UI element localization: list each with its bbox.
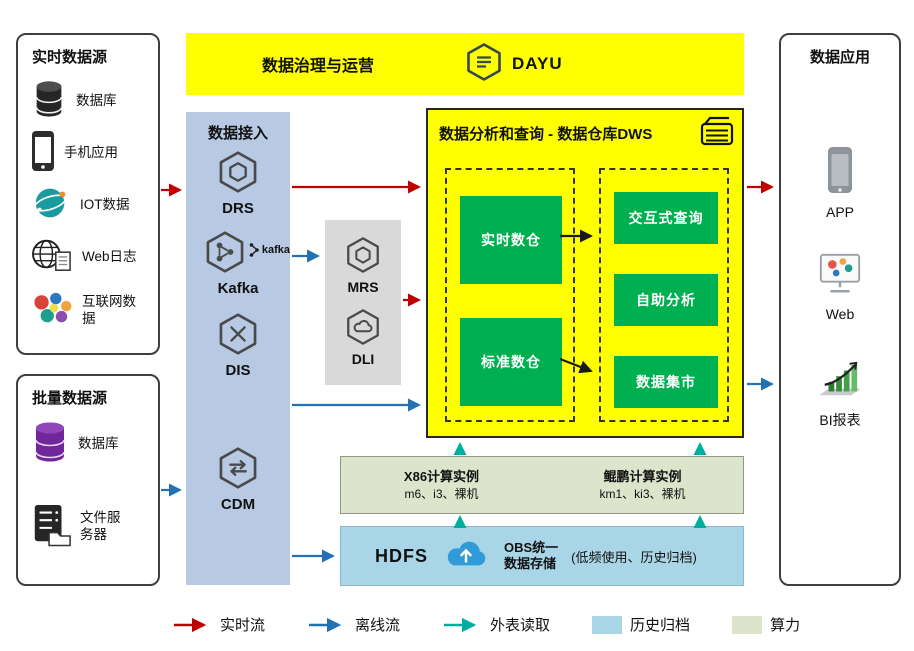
- app-item-web: Web: [781, 251, 899, 322]
- weblog-icon: [30, 236, 74, 279]
- warehouse-group: 实时数仓 标准数仓: [445, 168, 575, 422]
- x86-instance: X86计算实例 m6、i3、裸机: [341, 457, 542, 513]
- obs-label: OBS统一 数据存储: [504, 539, 559, 571]
- processing-item-mrs: MRS: [325, 236, 401, 295]
- iot-icon: [30, 183, 72, 228]
- ingestion-label: DIS: [225, 362, 251, 379]
- compute-bar: X86计算实例 m6、i3、裸机 鲲鹏计算实例 km1、ki3、裸机: [340, 456, 744, 514]
- batch-sources-title: 批量数据源: [32, 390, 108, 407]
- storage-bar: HDFS OBS统一 数据存储 (低频使用、历史归档): [340, 526, 744, 586]
- ingestion-item-cdm: CDM: [186, 446, 290, 513]
- dayu-label: DAYU: [512, 54, 563, 73]
- dws-title: 数据分析和查询 - 数据仓库DWS: [439, 126, 653, 143]
- source-label: 手机应用: [64, 144, 118, 160]
- ingestion-panel: 数据接入 DRS: [186, 112, 290, 585]
- dayu-brand: DAYU: [464, 42, 563, 87]
- offline-arrow-icon: [309, 617, 342, 632]
- kafka-wordmark: kafka: [248, 242, 290, 258]
- source-item-file-server: 文件服务器: [30, 498, 154, 556]
- kunpeng-spec: km1、ki3、裸机: [599, 486, 686, 501]
- source-label: IOT数据: [80, 196, 130, 212]
- service-interactive-query: 交互式查询: [614, 192, 718, 244]
- x86-spec: m6、i3、裸机: [404, 486, 479, 501]
- phone-icon: [30, 129, 56, 178]
- kafka-logo-icon: [249, 243, 259, 257]
- kunpeng-instance: 鲲鹏计算实例 km1、ki3、裸机: [542, 457, 743, 513]
- app-label: Web: [825, 306, 855, 322]
- service-self-analysis: 自助分析: [614, 274, 718, 326]
- database-icon: [30, 78, 68, 125]
- ingestion-label: DRS: [222, 200, 254, 217]
- dws-warehouse-icon: [699, 115, 735, 152]
- services-group: 交互式查询 自助分析 数据集市: [599, 168, 729, 422]
- external-arrow-icon: [444, 617, 477, 632]
- mrs-icon: [344, 237, 382, 278]
- source-item-database-batch: 数据库: [30, 418, 154, 470]
- app-item-bi: BI报表: [781, 359, 899, 430]
- bi-icon: [817, 361, 863, 405]
- processing-label: MRS: [347, 279, 379, 295]
- kafka-icon: [203, 230, 247, 279]
- internet-icon: [30, 290, 74, 333]
- legend-offline: 离线流: [307, 614, 400, 635]
- service-data-mart: 数据集市: [614, 356, 718, 408]
- processing-label: DLI: [351, 351, 375, 367]
- dayu-icon: [464, 42, 504, 87]
- governance-title: 数据治理与运营: [262, 58, 375, 75]
- app-label: APP: [825, 204, 854, 220]
- warehouse-realtime: 实时数仓: [460, 196, 562, 284]
- realtime-sources-title: 实时数据源: [32, 49, 108, 66]
- realtime-arrow-icon: [174, 617, 207, 632]
- ingestion-label: Kafka: [217, 280, 259, 297]
- source-label: 互联网数据: [82, 294, 136, 326]
- legend-external: 外表读取: [442, 614, 550, 635]
- file-server-icon: [30, 503, 72, 552]
- dws-panel: 数据分析和查询 - 数据仓库DWS 实时数仓 标准数仓 交互式查询 自助分析 数…: [426, 108, 744, 438]
- drs-icon: [216, 151, 260, 198]
- dis-icon: [216, 313, 260, 360]
- kunpeng-title: 鲲鹏计算实例: [603, 469, 682, 485]
- ingestion-item-kafka: kafka Kafka: [186, 230, 290, 297]
- source-item-internet: 互联网数据: [30, 287, 154, 335]
- source-item-mobile: 手机应用: [30, 129, 154, 177]
- dli-icon: [344, 309, 382, 350]
- ingestion-label: CDM: [220, 496, 256, 513]
- compute-swatch: [732, 615, 763, 634]
- hdfs-label: HDFS: [375, 545, 428, 566]
- ingestion-item-drs: DRS: [186, 150, 290, 217]
- source-label: 数据库: [76, 92, 117, 108]
- realtime-sources-panel: 实时数据源 数据库 手机应用: [16, 33, 160, 355]
- obs-cloud-icon: [441, 536, 491, 577]
- legend: 实时流 离线流 外表读取 历史归档 算力: [172, 614, 800, 635]
- source-label: 数据库: [78, 435, 119, 451]
- ingestion-title: 数据接入: [207, 125, 268, 142]
- source-item-iot: IOT数据: [30, 181, 154, 229]
- processing-item-dli: DLI: [325, 308, 401, 367]
- ingestion-item-dis: DIS: [186, 312, 290, 379]
- x86-title: X86计算实例: [403, 469, 480, 485]
- processing-panel: MRS DLI: [325, 220, 401, 385]
- web-icon: [817, 253, 863, 301]
- source-item-database: 数据库: [30, 77, 154, 125]
- legend-realtime: 实时流: [172, 614, 265, 635]
- app-icon: [825, 147, 855, 199]
- source-label: 文件服务器: [80, 510, 121, 542]
- source-label: Web日志: [82, 248, 137, 264]
- database-purple-icon: [30, 419, 70, 470]
- batch-sources-panel: 批量数据源 数据库 文件服务器: [16, 374, 160, 586]
- applications-panel: 数据应用 APP: [779, 33, 901, 586]
- obs-note: (低频使用、历史归档): [571, 549, 697, 565]
- archive-swatch: [592, 615, 623, 634]
- warehouse-standard: 标准数仓: [460, 318, 562, 406]
- cdm-icon: [216, 447, 260, 494]
- governance-bar: 数据治理与运营 DAYU: [186, 33, 744, 95]
- source-item-weblog: Web日志: [30, 233, 154, 281]
- legend-compute: 算力: [732, 614, 800, 635]
- applications-title: 数据应用: [809, 49, 870, 66]
- app-item-app: APP: [781, 145, 899, 220]
- app-label: BI报表: [819, 412, 861, 428]
- legend-archive: 历史归档: [592, 614, 690, 635]
